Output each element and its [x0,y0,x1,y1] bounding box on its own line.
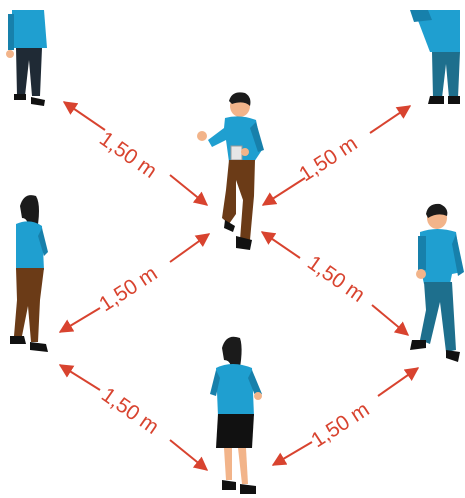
distance-label: 1,50 m [97,383,163,439]
distance-label: 1,50 m [95,127,161,183]
person-middle-left [10,195,48,352]
person-top-right [410,10,460,104]
distance-label: 1,50 m [307,398,373,452]
distance-label: 1,50 m [95,262,161,316]
arrow-topright-center: 1,50 m [263,106,410,205]
distance-label: 1,50 m [295,132,361,186]
arrow-midright-bottom: 1,50 m [273,368,418,465]
person-bottom-center [210,337,262,494]
arrow-midright-center: 1,50 m [262,232,408,335]
arrow-midleft-center: 1,50 m [60,234,209,332]
arrow-midleft-bottom: 1,50 m [60,365,207,470]
arrow-topleft-center: 1,50 m [64,102,207,205]
person-top-left [6,10,47,106]
distance-label: 1,50 m [303,251,369,307]
person-middle-right [410,204,464,362]
person-center [197,92,264,250]
